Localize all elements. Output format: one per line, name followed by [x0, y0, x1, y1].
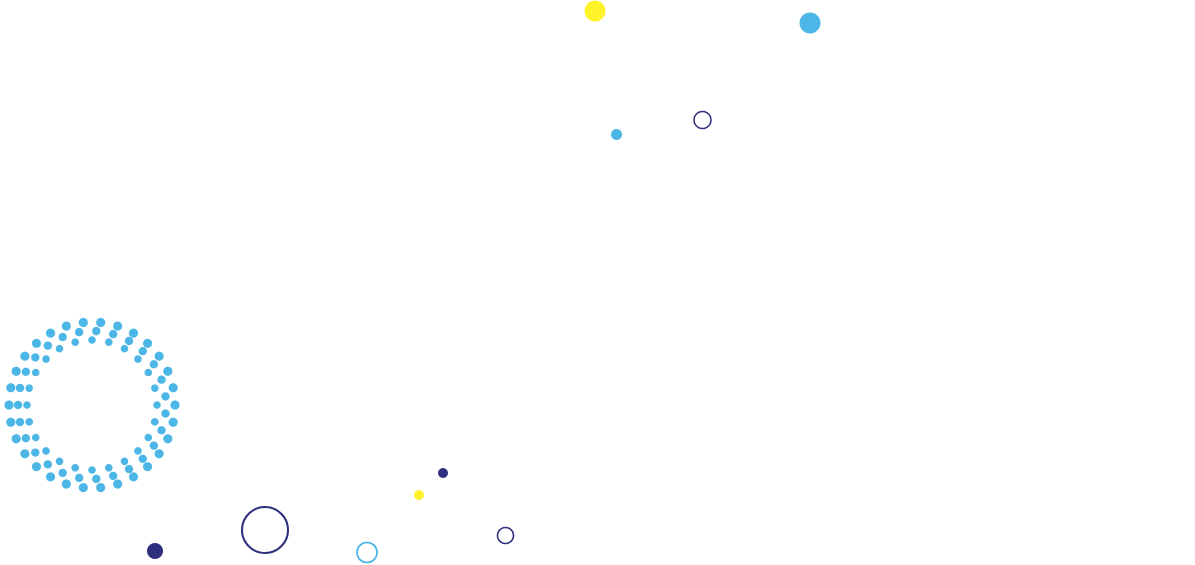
- dotted-ring-dot: [71, 338, 79, 347]
- dotted-ring-dot: [149, 360, 159, 369]
- dotted-ring-dot: [31, 448, 40, 457]
- dotted-ring-dot: [74, 473, 84, 483]
- dotted-ring-dot: [138, 454, 147, 464]
- dotted-ring-dot: [23, 401, 31, 409]
- dotted-ring-dot: [168, 383, 178, 393]
- dotted-ring-dot: [6, 383, 16, 393]
- navy-dot-bottom-left: [147, 543, 163, 559]
- dotted-ring-dot: [170, 400, 180, 410]
- dotted-ring-dot: [21, 367, 31, 376]
- navy-ring-top: [693, 110, 712, 130]
- dotted-ring-dot: [55, 457, 64, 466]
- dotted-ring-dot: [109, 329, 118, 339]
- dotted-ring-dot: [78, 317, 88, 328]
- dotted-ring-dot: [20, 449, 30, 459]
- dotted-ring-dot: [161, 392, 170, 401]
- dotted-ring-dot: [61, 479, 71, 489]
- dotted-ring-dot: [15, 417, 25, 427]
- dotted-ring-dot: [61, 321, 71, 331]
- dotted-ring-dot: [142, 338, 153, 348]
- dotted-ring-dot: [43, 460, 53, 469]
- dotted-ring-dot: [31, 338, 42, 348]
- dotted-ring-dot: [25, 384, 34, 392]
- dotted-ring-dot: [11, 366, 21, 376]
- dotted-ring-dot: [120, 344, 129, 353]
- dotted-ring-dot: [149, 441, 159, 450]
- dotted-ring-dot: [150, 418, 159, 426]
- dotted-ring-dot: [128, 328, 139, 338]
- dotted-ring-dot: [25, 418, 34, 426]
- dotted-ring-dot: [74, 327, 84, 337]
- dotted-ring-dot: [92, 326, 101, 336]
- yellow-dot-bottom: [414, 490, 424, 500]
- navy-ring-large: [241, 506, 289, 554]
- dotted-ring-dot: [134, 355, 142, 363]
- dotted-ring-dot: [55, 344, 64, 353]
- navy-dot-bottom: [438, 468, 448, 478]
- dotted-ring-dot: [42, 355, 50, 363]
- blue-ring-bottom: [356, 541, 378, 564]
- dotted-ring-dot: [4, 400, 14, 410]
- dotted-ring-dot: [58, 468, 67, 478]
- dotted-ring-dot: [58, 332, 67, 342]
- dotted-ring-dot: [31, 368, 40, 377]
- dotted-ring-dot: [78, 482, 88, 493]
- dotted-ring-dot: [88, 466, 96, 474]
- dotted-ring-dot: [142, 462, 153, 472]
- dotted-ring-dot: [150, 384, 159, 392]
- dotted-ring-dot: [120, 457, 129, 466]
- dotted-ring-dot: [105, 338, 113, 347]
- dotted-ring-dot: [45, 472, 56, 482]
- dotted-ring-dot: [163, 434, 173, 444]
- dotted-ring-dot: [134, 447, 142, 455]
- blue-dot-top-right: [799, 12, 821, 34]
- dotted-ring-dot: [124, 336, 134, 346]
- dotted-ring-dot: [31, 433, 40, 442]
- yellow-dot-top: [584, 0, 606, 22]
- dotted-ring-dot: [128, 472, 139, 482]
- dotted-ring-dot: [157, 426, 166, 435]
- dotted-ring-dot: [105, 463, 113, 472]
- dotted-ring-dot: [96, 482, 106, 493]
- dotted-ring-dot: [157, 375, 166, 384]
- dotted-ring-dot: [124, 464, 134, 474]
- dotted-ring-dot: [144, 433, 153, 442]
- navy-ring-bottom: [496, 526, 515, 545]
- dotted-ring-dot: [43, 341, 53, 350]
- dotted-ring-dot: [96, 317, 106, 328]
- dotted-ring-dot: [161, 409, 170, 418]
- dotted-ring-dot: [113, 321, 123, 331]
- dotted-ring-dot: [92, 474, 101, 484]
- dotted-ring-dot: [168, 417, 178, 427]
- dotted-ring-dot: [113, 479, 123, 489]
- dotted-ring-dot: [138, 346, 147, 356]
- dotted-ring-dot: [109, 471, 118, 481]
- dotted-ring-dot: [42, 447, 50, 455]
- dotted-ring-dot: [144, 368, 153, 377]
- dotted-ring-dot: [153, 401, 161, 409]
- blue-dot-small-top: [611, 129, 622, 140]
- dotted-ring-dot: [21, 434, 31, 443]
- dotted-ring-dot: [31, 462, 42, 472]
- dotted-ring-dot: [45, 328, 56, 338]
- dotted-ring-dot: [13, 400, 23, 410]
- dotted-ring-dot: [31, 353, 40, 362]
- dotted-ring-dot: [11, 434, 21, 444]
- dotted-ring-dot: [154, 351, 164, 361]
- dotted-ring-dot: [20, 351, 30, 361]
- dotted-ring-dot: [163, 366, 173, 376]
- dotted-ring-dot: [88, 336, 96, 344]
- dotted-ring-dot: [15, 383, 25, 393]
- dotted-ring: [4, 317, 180, 493]
- dotted-ring-dot: [71, 463, 79, 472]
- dotted-ring-dot: [6, 417, 16, 427]
- dotted-ring-dot: [154, 449, 164, 459]
